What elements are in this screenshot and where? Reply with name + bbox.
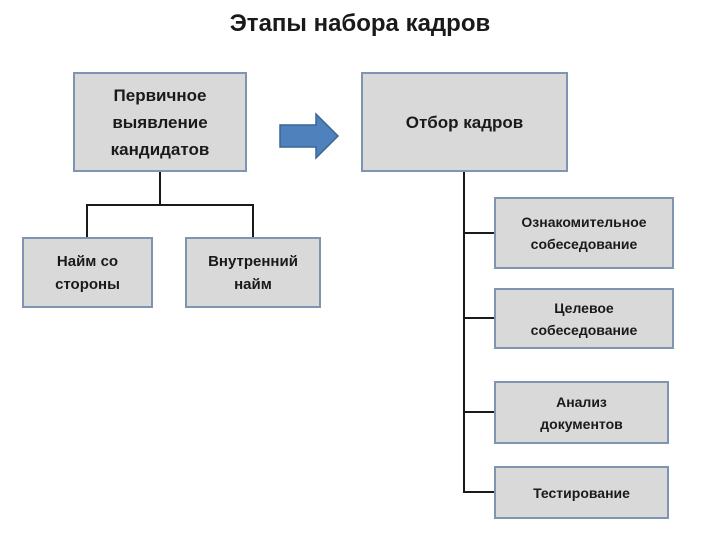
node-internal-hire: Внутренний найм (185, 237, 321, 308)
node-intro-interview-label: Ознакомительное собеседование (521, 214, 647, 252)
node-internal-hire-label: Внутренний найм (208, 252, 298, 293)
node-selection: Отбор кадров (361, 72, 568, 172)
node-external-hire-label: Найм со стороны (55, 252, 120, 293)
right-arrow-icon (279, 112, 340, 160)
node-intro-interview: Ознакомительное собеседование (494, 197, 674, 269)
node-primary-identification: Первичное выявление кандидатов (73, 72, 247, 172)
node-testing-label: Тестирование (533, 484, 630, 501)
node-target-interview: Целевое собеседование (494, 288, 674, 349)
node-external-hire: Найм со стороны (22, 237, 153, 308)
node-testing: Тестирование (494, 466, 669, 519)
node-document-analysis-label: Анализ документов (540, 393, 623, 432)
node-primary-label: Первичное выявление кандидатов (110, 85, 210, 159)
node-document-analysis: Анализ документов (494, 381, 669, 444)
node-target-interview-label: Целевое собеседование (530, 299, 638, 338)
node-selection-label: Отбор кадров (405, 112, 524, 132)
diagram-title: Этапы набора кадров (229, 10, 491, 37)
